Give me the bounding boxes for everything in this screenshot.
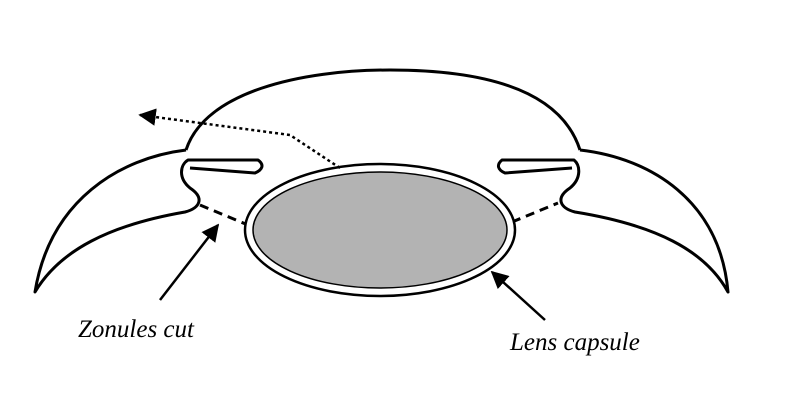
right-sclera-crescent <box>496 148 730 294</box>
label-zonules-cut: Zonules cut <box>78 316 195 343</box>
zonule-left-cut <box>199 203 249 227</box>
removal-path-dotted-arrow <box>138 108 341 170</box>
lens-nucleus <box>252 171 508 289</box>
cornea-dome <box>184 68 582 151</box>
label-lens-capsule: Lens capsule <box>509 329 640 356</box>
lens-capsule-pointer-arrow <box>490 270 546 321</box>
zonule-right-cut <box>511 201 559 224</box>
left-sclera-crescent <box>33 148 264 294</box>
zonules-pointer-arrow <box>159 223 220 301</box>
